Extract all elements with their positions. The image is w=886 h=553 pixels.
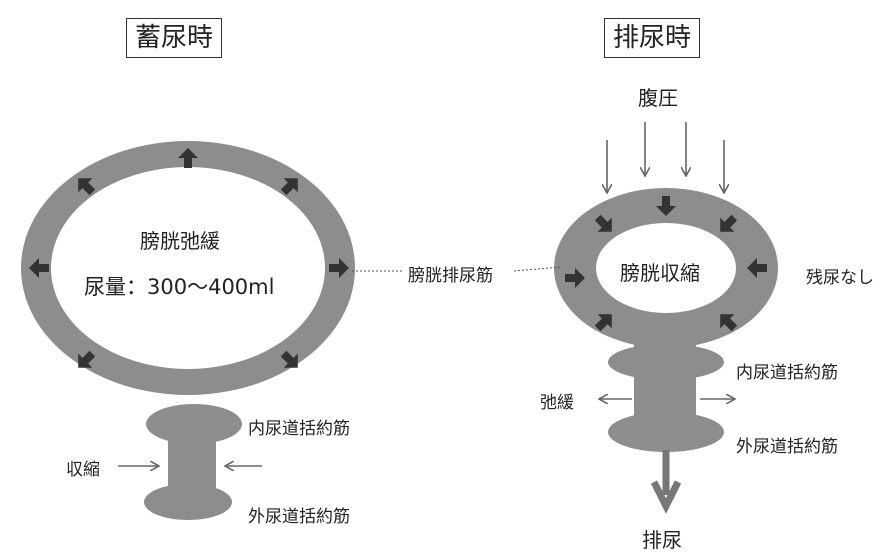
storage-internal-sphincter [146, 404, 242, 444]
outward-arrow-icon [29, 258, 49, 278]
abdominal-pressure-label: 腹圧 [638, 86, 678, 110]
inward-arrow-icon [594, 314, 612, 332]
urination-label: 排尿 [642, 528, 682, 552]
storage-title: 蓄尿時 [126, 18, 223, 58]
voiding-inward-arrows [565, 196, 767, 332]
voiding-title: 排尿時 [604, 18, 701, 58]
outward-arrow-icon [329, 258, 349, 278]
inward-arrow-icon [747, 258, 767, 278]
storage-contract-label: 収縮 [66, 460, 100, 480]
storage-bladder-ring [21, 141, 355, 395]
inward-arrow-icon [656, 196, 676, 216]
outward-arrow-icon [78, 350, 96, 368]
storage-external-sphincter [144, 484, 232, 520]
residual-label: 残尿なし [806, 268, 874, 288]
urination-arrow-icon [650, 450, 682, 514]
detrusor-leader-right [513, 266, 563, 272]
voiding-internal-sphincter-label: 内尿道括約筋 [736, 363, 838, 383]
voiding-internal-sphincter [608, 344, 724, 380]
inward-arrow-icon [565, 268, 585, 288]
voiding-external-sphincter [608, 412, 724, 452]
storage-external-sphincter-label: 外尿道括約筋 [248, 507, 350, 527]
inward-arrow-icon [720, 314, 738, 332]
abdominal-pressure-arrows [607, 122, 724, 192]
inward-arrow-icon [720, 214, 738, 232]
voiding-external-sphincter-label: 外尿道括約筋 [736, 437, 838, 457]
outward-arrow-icon [280, 178, 298, 196]
storage-outward-arrows [29, 148, 349, 368]
storage-internal-sphincter-label: 内尿道括約筋 [248, 419, 350, 439]
inward-arrow-icon [594, 214, 612, 232]
outward-arrow-icon [78, 178, 96, 196]
relax-label: 弛緩 [540, 393, 574, 413]
voiding-bladder-state: 膀胱収縮 [620, 261, 700, 285]
outward-arrow-icon [178, 148, 198, 168]
outward-arrow-icon [280, 350, 298, 368]
storage-volume: 尿量：300～400ml [84, 275, 275, 299]
storage-bladder-state: 膀胱弛緩 [140, 229, 220, 253]
detrusor-label: 膀胱排尿筋 [408, 266, 493, 286]
